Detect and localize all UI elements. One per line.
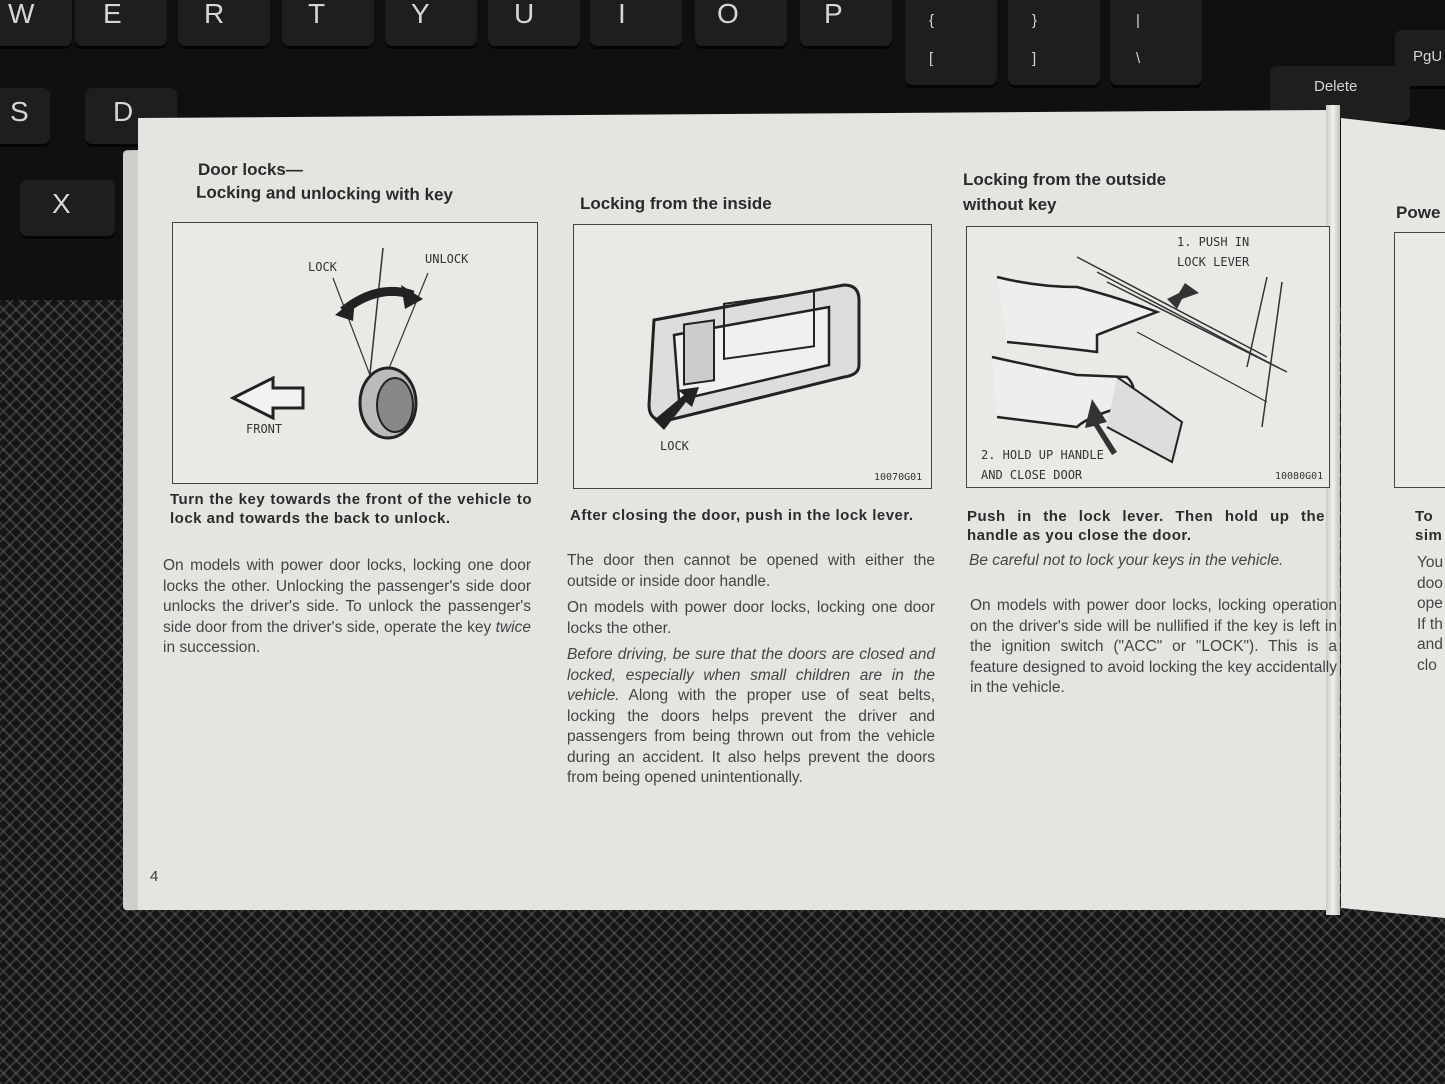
key-y: Y [385,0,477,46]
inside-handle-illustration: LOCK 10070G01 [647,283,922,483]
col1-bold-text: Turn the key towards the front of the ve… [170,491,532,527]
figure-code: 10070G01 [874,472,922,483]
col3-heading-line2: without key [963,195,1057,214]
figure-key-lock: LOCK UNLOCK FRONT [172,222,538,484]
figure-inside-lock: LOCK 10070G01 [573,224,932,489]
text-line: sim [1415,527,1443,544]
key-label: O [717,0,739,29]
body-text: in succession. [163,639,261,656]
key-brace-open: {[ [905,0,997,85]
key-label: ] [1032,50,1037,67]
key-label: U [514,0,535,29]
col1-heading-line1: Door locks— [198,160,303,179]
key-lock-illustration: LOCK UNLOCK FRONT [229,247,469,440]
key-x: X [20,180,115,236]
warning-italic-text: Before driving, be sure that the doors a… [567,646,935,704]
key-label: W [8,0,35,29]
key-label: { [929,12,935,29]
label-front: FRONT [246,422,282,436]
key-label: X [52,188,71,219]
label-step1-line1: 1. PUSH IN [1177,235,1249,249]
label-lock: LOCK [308,260,338,274]
label-step2-line1: 2. HOLD UP HANDLE [981,448,1104,462]
text-line: You [1417,554,1444,571]
text-line: ope [1417,595,1443,612]
figure-outside-lock: 1. PUSH IN LOCK LEVER 2. HOLD UP HANDLE … [966,226,1330,488]
body-text: Along with the proper use of seat belts,… [567,687,935,786]
key-label: E [103,0,122,29]
key-i: I [590,0,682,46]
key-t: T [282,0,374,46]
page-number: 4 [150,868,159,885]
key-p: P [800,0,892,46]
key-label: PgU [1413,48,1443,65]
key-label: Delete [1314,78,1358,95]
col3-bold-text: Push in the lock lever. Then hold up the… [967,508,1325,544]
key-u: U [488,0,580,46]
paragraph: Before driving, be sure that the doors a… [567,645,935,789]
body-italic-text: twice [495,618,531,636]
text-line: To [1415,508,1434,525]
text-line: clo [1417,656,1437,674]
key-label: Y [411,0,430,29]
col2-heading: Locking from the inside [580,194,772,213]
key-label: [ [929,50,934,67]
key-w: W [0,0,72,46]
outside-lock-illustration: 1. PUSH IN LOCK LEVER 2. HOLD UP HANDLE … [981,235,1323,482]
next-page-figure [1394,232,1445,488]
next-page-body: You doo ope If th and clo [1417,553,1443,676]
label-unlock: UNLOCK [425,252,469,266]
body-text: On models with power door locks, locking… [163,557,531,636]
key-label: | [1136,12,1140,29]
label-step2-line2: AND CLOSE DOOR [981,468,1083,482]
next-page-bold: To sim [1415,507,1442,545]
key-label: T [308,0,326,29]
figure-code: 10080G01 [1275,471,1323,482]
next-page-heading: Powe [1396,203,1441,222]
key-label: S [10,96,29,127]
col2-bold-text: After closing the door, push in the lock… [570,507,914,524]
key-label: R [204,0,225,29]
text-line: doo [1417,574,1443,592]
label-lock: LOCK [660,439,690,453]
paragraph: On models with power door locks, locking… [567,599,935,637]
label-step1-line2: LOCK LEVER [1177,255,1250,269]
col1-heading-line2: Locking and unlocking with key [195,182,454,205]
key-label: D [113,96,134,127]
col3-heading-line1: Locking from the outside [963,170,1167,189]
col3-body: On models with power door locks, locking… [970,597,1337,696]
col1-body: On models with power door locks, locking… [163,556,531,659]
key-backslash: |\ [1110,0,1202,85]
paragraph: The door then cannot be opened with eith… [567,552,935,590]
col2-body: The door then cannot be opened with eith… [567,551,935,795]
key-label: P [824,0,843,29]
key-o: O [695,0,787,46]
key-e: E [75,0,167,46]
text-line: and [1417,636,1443,653]
key-label: \ [1136,50,1141,67]
text-line: If th [1417,615,1443,633]
key-label: } [1032,12,1038,29]
col3-italic-text: Be careful not to lock your keys in the … [969,552,1284,569]
key-brace-close: }] [1008,0,1100,85]
key-label: I [618,0,626,29]
key-s: S [0,88,50,144]
key-r: R [178,0,270,46]
